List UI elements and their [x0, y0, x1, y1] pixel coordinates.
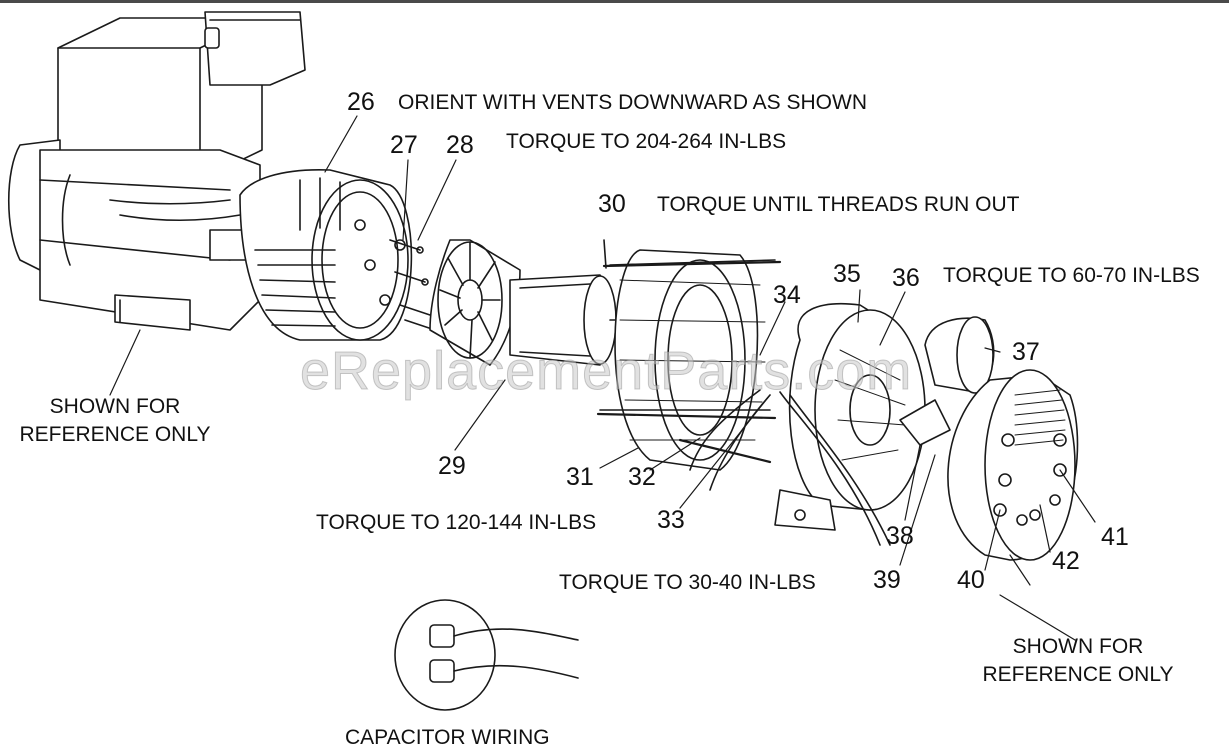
control-panel-reference [947, 369, 1079, 561]
note-torque-204-264: TORQUE TO 204-264 IN-LBS [506, 130, 787, 153]
top-border [0, 0, 1229, 3]
note-orient-vents: ORIENT WITH VENTS DOWNWARD AS SHOWN [398, 91, 868, 114]
part-label-26: 26 [347, 88, 375, 116]
part-label-27: 27 [390, 131, 418, 159]
bolts-27-28 [389, 239, 436, 331]
note-reference-right: SHOWN FOR REFERENCE ONLY [968, 633, 1188, 689]
note-reference-right-line1: SHOWN FOR [1012, 635, 1144, 658]
part-label-30: 30 [598, 190, 626, 218]
part-label-37: 37 [1012, 338, 1040, 366]
part-label-28: 28 [446, 131, 474, 159]
part-label-38: 38 [886, 522, 914, 550]
leader-lines [109, 115, 1096, 641]
note-reference-left: SHOWN FOR REFERENCE ONLY [5, 393, 225, 449]
part-35-end-bell [774, 302, 926, 531]
note-reference-left-line1: SHOWN FOR [49, 395, 181, 418]
note-torque-60-70: TORQUE TO 60-70 IN-LBS [943, 264, 1200, 287]
part-label-42: 42 [1052, 547, 1080, 575]
note-reference-right-line2: REFERENCE ONLY [982, 663, 1174, 686]
part-label-33: 33 [657, 506, 685, 534]
watermark: eReplacementParts.com [299, 341, 913, 402]
part-37-cover [924, 316, 995, 394]
note-capacitor-wiring: CAPACITOR WIRING [345, 726, 550, 749]
part-label-41: 41 [1101, 523, 1129, 551]
part-label-29: 29 [438, 452, 466, 480]
part-31-stator [599, 249, 776, 471]
note-torque-threads: TORQUE UNTIL THREADS RUN OUT [657, 193, 1020, 216]
part-label-40: 40 [957, 566, 985, 594]
capacitor-wiring [394, 599, 579, 711]
part-label-34: 34 [773, 281, 801, 309]
part-label-35: 35 [833, 260, 861, 288]
rotor [509, 274, 641, 366]
part-label-32: 32 [628, 463, 656, 491]
part-label-31: 31 [566, 463, 594, 491]
note-reference-left-line2: REFERENCE ONLY [19, 423, 211, 446]
part-label-36: 36 [892, 264, 920, 292]
note-torque-30-40: TORQUE TO 30-40 IN-LBS [559, 571, 816, 594]
note-torque-120-144: TORQUE TO 120-144 IN-LBS [316, 511, 597, 534]
part-label-39: 39 [873, 566, 901, 594]
part-26-adapter [239, 168, 413, 341]
